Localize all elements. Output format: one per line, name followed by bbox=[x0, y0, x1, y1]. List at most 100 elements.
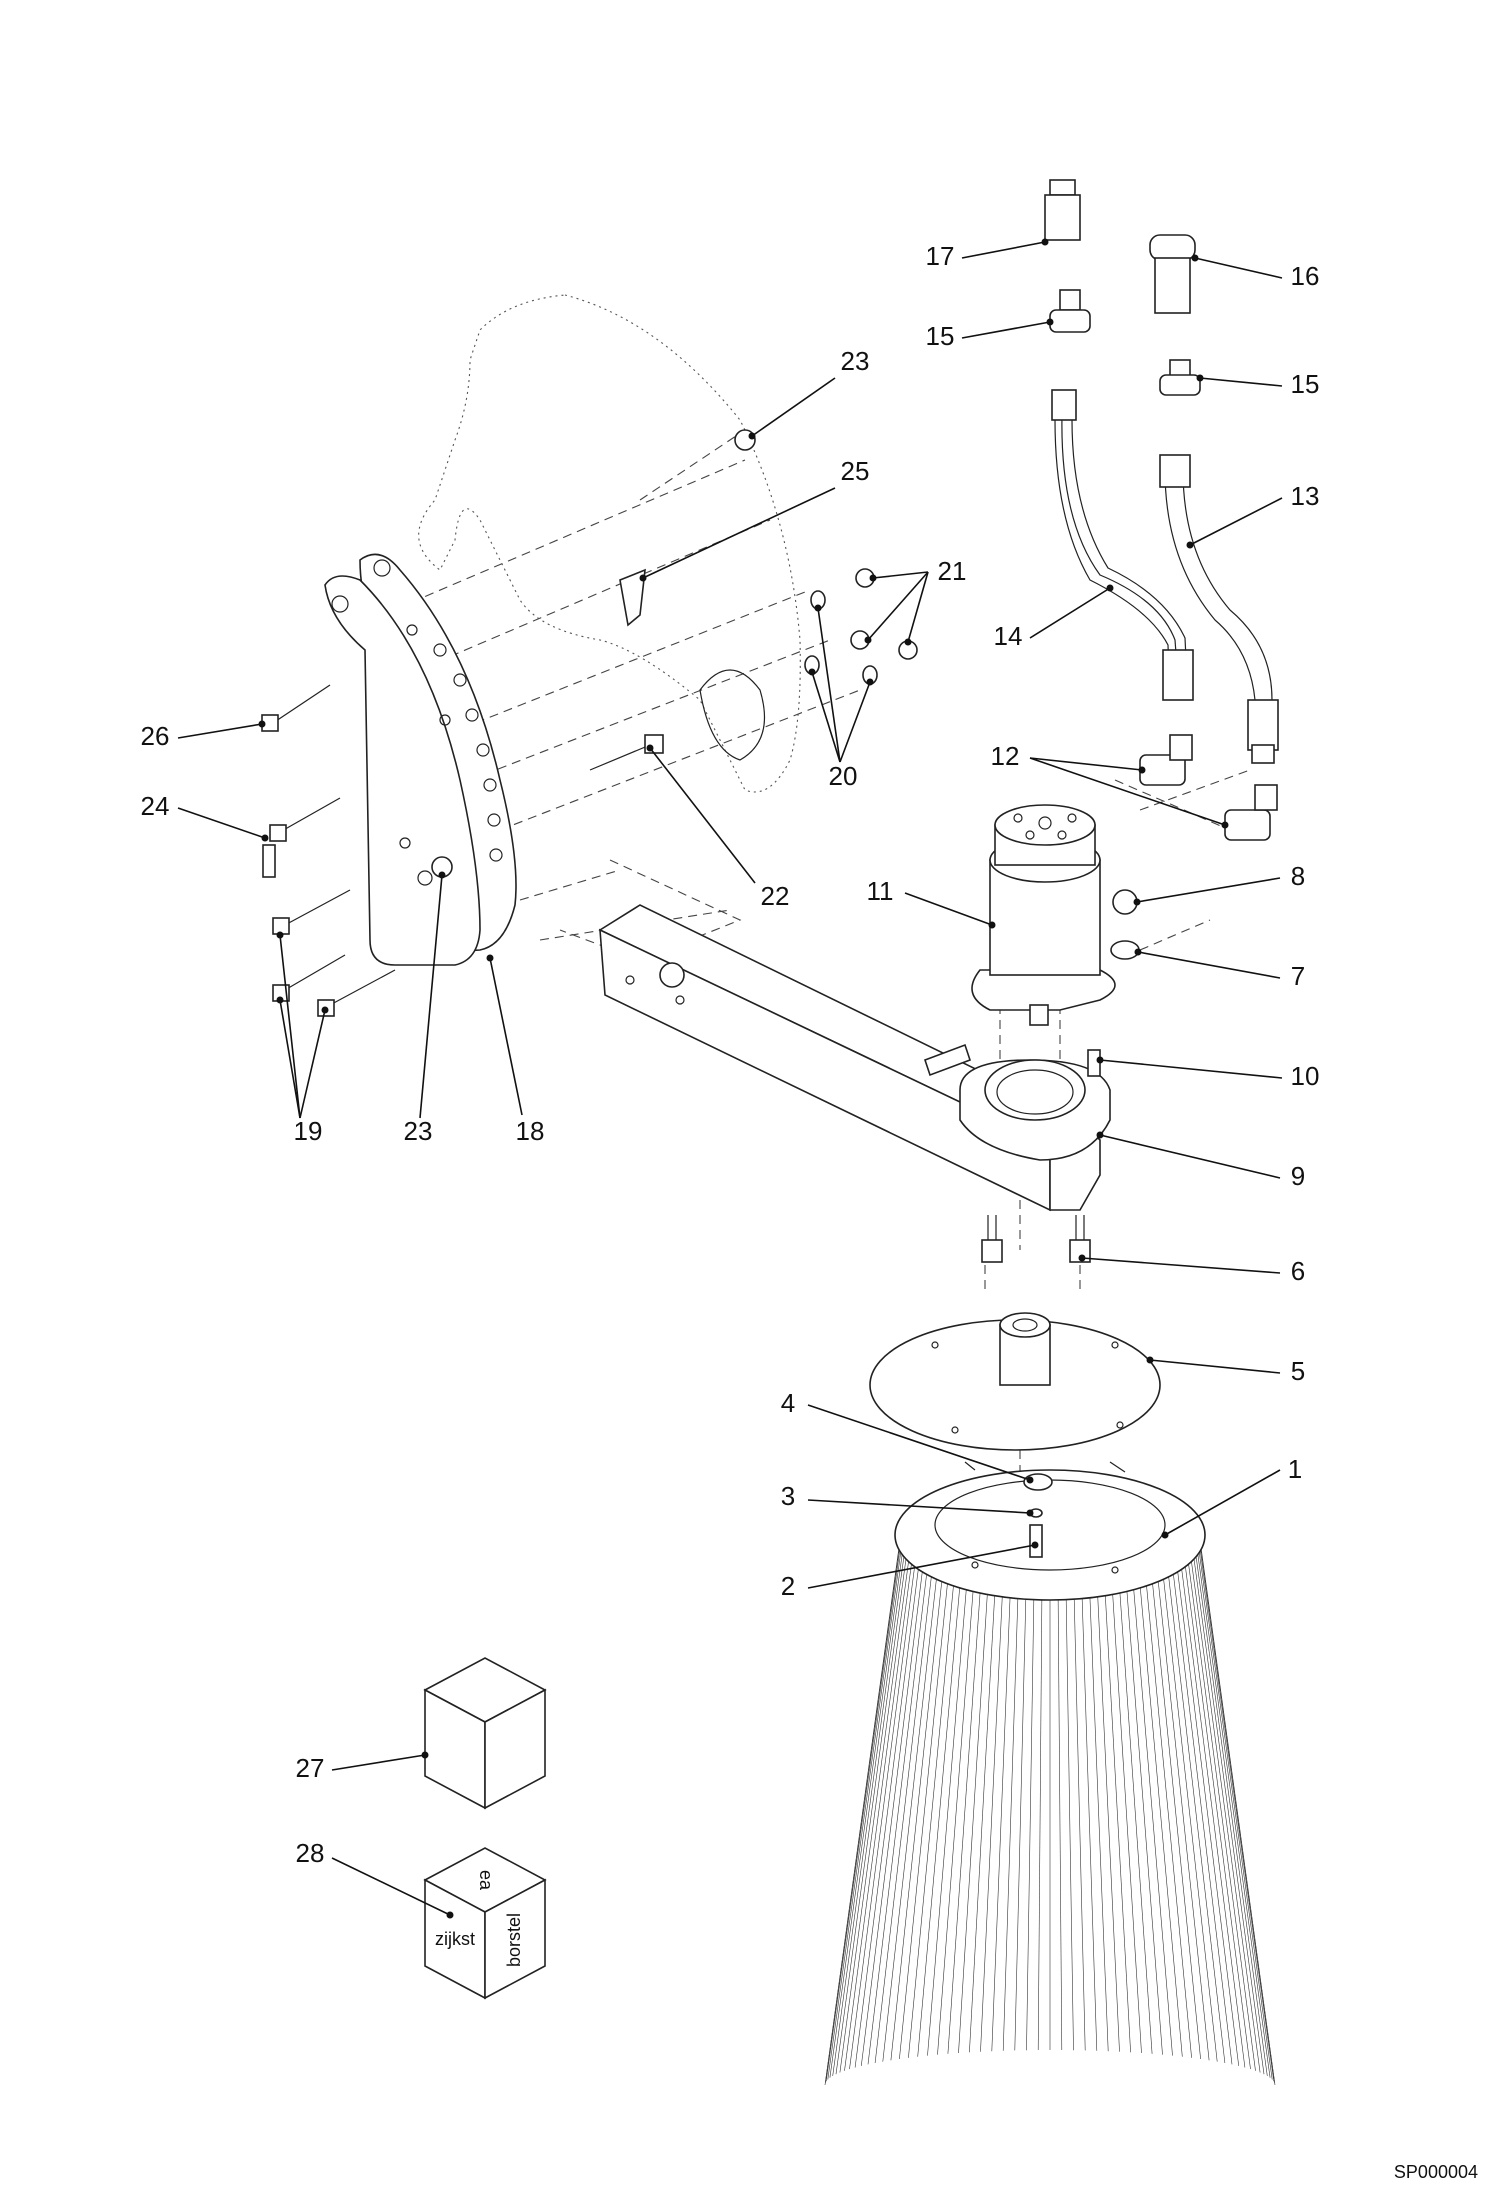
box-label-left: zijkst bbox=[435, 1929, 475, 1949]
leader-line-c19-1 bbox=[279, 999, 301, 1119]
callout-c13: 13 bbox=[1291, 481, 1320, 511]
leader-tip-c3-0 bbox=[1026, 1509, 1034, 1517]
bristle bbox=[1197, 1544, 1273, 2080]
bristle bbox=[1137, 1564, 1183, 2057]
callout-numbers: 1234567891011121314151516171819202122232… bbox=[141, 241, 1320, 1868]
bristle bbox=[874, 1558, 934, 2064]
leader-tip-c27-0 bbox=[421, 1751, 429, 1759]
callout-c6: 6 bbox=[1291, 1256, 1305, 1286]
bristle bbox=[1175, 1556, 1239, 2066]
callout-c5: 5 bbox=[1291, 1356, 1305, 1386]
leader-line-c27-0 bbox=[331, 1754, 426, 1771]
leader-tip-c8-0 bbox=[1133, 898, 1141, 906]
bristle bbox=[1199, 1539, 1276, 2086]
bristle bbox=[1057, 1569, 1063, 2051]
callout-c7: 7 bbox=[1291, 961, 1305, 991]
bristle bbox=[927, 1565, 969, 2056]
bristle bbox=[867, 1557, 929, 2065]
leader-tip-c28-0 bbox=[446, 1911, 454, 1919]
leader-tip-c15b-0 bbox=[1196, 374, 1204, 382]
arm-part-9 bbox=[598, 904, 1111, 1212]
bristle bbox=[899, 1562, 950, 2060]
bristle bbox=[958, 1567, 990, 2054]
bristle bbox=[917, 1564, 963, 2057]
bristle bbox=[825, 1541, 901, 2084]
bristle bbox=[1155, 1561, 1210, 2061]
bristle bbox=[1196, 1546, 1271, 2078]
leader-tip-c18-0 bbox=[486, 954, 494, 962]
bristle bbox=[1166, 1558, 1226, 2064]
leader-line-c11-0 bbox=[904, 892, 993, 926]
box-label-right: borstel bbox=[504, 1913, 524, 1967]
leader-tip-c17-0 bbox=[1041, 238, 1049, 246]
callout-c25: 25 bbox=[841, 456, 870, 486]
leader-tip-c16-0 bbox=[1191, 254, 1199, 262]
phantom-shield-outline bbox=[418, 294, 801, 793]
callout-c26: 26 bbox=[141, 721, 170, 751]
leader-tip-c23a-0 bbox=[748, 432, 756, 440]
bristle bbox=[1088, 1568, 1109, 2052]
bristle bbox=[835, 1549, 908, 2075]
bristle bbox=[1150, 1562, 1201, 2060]
leader-line-c9-0 bbox=[1099, 1134, 1281, 1179]
bristle bbox=[832, 1547, 906, 2076]
bristle bbox=[1194, 1547, 1268, 2076]
leader-line-c19-0 bbox=[279, 934, 301, 1119]
package-box-part-28: ea zijkst borstel bbox=[423, 1847, 547, 2000]
callout-c24: 24 bbox=[141, 791, 170, 821]
leader-line-c2-0 bbox=[807, 1544, 1036, 1589]
leader-tip-c12-1 bbox=[1221, 821, 1229, 829]
callout-c27: 27 bbox=[296, 1753, 325, 1783]
leader-line-c23a-0 bbox=[751, 377, 836, 437]
leader-line-c1-0 bbox=[1164, 1469, 1281, 1536]
callout-c15a: 15 bbox=[926, 321, 955, 351]
callout-c2: 2 bbox=[781, 1571, 795, 1601]
bristle bbox=[1026, 1569, 1035, 2051]
bristle bbox=[991, 1568, 1012, 2052]
leader-tip-c19-1 bbox=[276, 996, 284, 1004]
bristle bbox=[969, 1567, 997, 2053]
leader-tip-c20-1 bbox=[808, 668, 816, 676]
leader-tip-c9-0 bbox=[1096, 1131, 1104, 1139]
leader-tip-c21-1 bbox=[864, 636, 872, 644]
leader-line-c5-0 bbox=[1149, 1359, 1281, 1374]
leader-line-c16-0 bbox=[1194, 257, 1283, 279]
bristle bbox=[882, 1560, 939, 2062]
callout-c20: 20 bbox=[829, 761, 858, 791]
leader-tip-c6-0 bbox=[1078, 1254, 1086, 1262]
leader-tip-c7-0 bbox=[1134, 948, 1142, 956]
leader-line-c24-0 bbox=[177, 807, 266, 839]
bristle bbox=[1002, 1569, 1020, 2051]
leader-tip-c24-0 bbox=[261, 834, 269, 842]
callout-c17: 17 bbox=[926, 241, 955, 271]
bristle bbox=[1179, 1554, 1246, 2068]
leader-line-c4-0 bbox=[807, 1404, 1031, 1481]
leader-line-c19-2 bbox=[299, 1009, 326, 1119]
callout-c10: 10 bbox=[1291, 1061, 1320, 1091]
leader-tip-c1-0 bbox=[1161, 1531, 1169, 1539]
leader-tip-c22-0 bbox=[646, 744, 654, 752]
bristle bbox=[908, 1563, 956, 2058]
hoses-and-fittings bbox=[1044, 179, 1279, 841]
bristle bbox=[854, 1554, 921, 2068]
bristle bbox=[1186, 1552, 1256, 2071]
leader-tip-c20-2 bbox=[866, 678, 874, 686]
callout-c9: 9 bbox=[1291, 1161, 1305, 1191]
bristle bbox=[980, 1568, 1004, 2052]
leader-line-c3-0 bbox=[807, 1499, 1031, 1514]
hydraulic-motor-part-11 bbox=[971, 804, 1116, 1026]
leader-tip-c21-0 bbox=[869, 574, 877, 582]
hardware-small-parts bbox=[261, 429, 1140, 1263]
callout-c19: 19 bbox=[294, 1116, 323, 1146]
bristle bbox=[1144, 1563, 1192, 2058]
drawing-reference: SP000004 bbox=[1394, 2162, 1478, 2182]
bristle bbox=[825, 1543, 902, 2082]
leader-line-c20-0 bbox=[817, 607, 841, 763]
bristle bbox=[829, 1546, 904, 2078]
leader-line-c13-0 bbox=[1189, 497, 1283, 546]
bristle bbox=[1161, 1560, 1218, 2062]
brush-plate-part-5 bbox=[869, 1312, 1161, 1451]
leader-tip-c13-0 bbox=[1186, 541, 1194, 549]
leader-tip-c12-0 bbox=[1138, 766, 1146, 774]
